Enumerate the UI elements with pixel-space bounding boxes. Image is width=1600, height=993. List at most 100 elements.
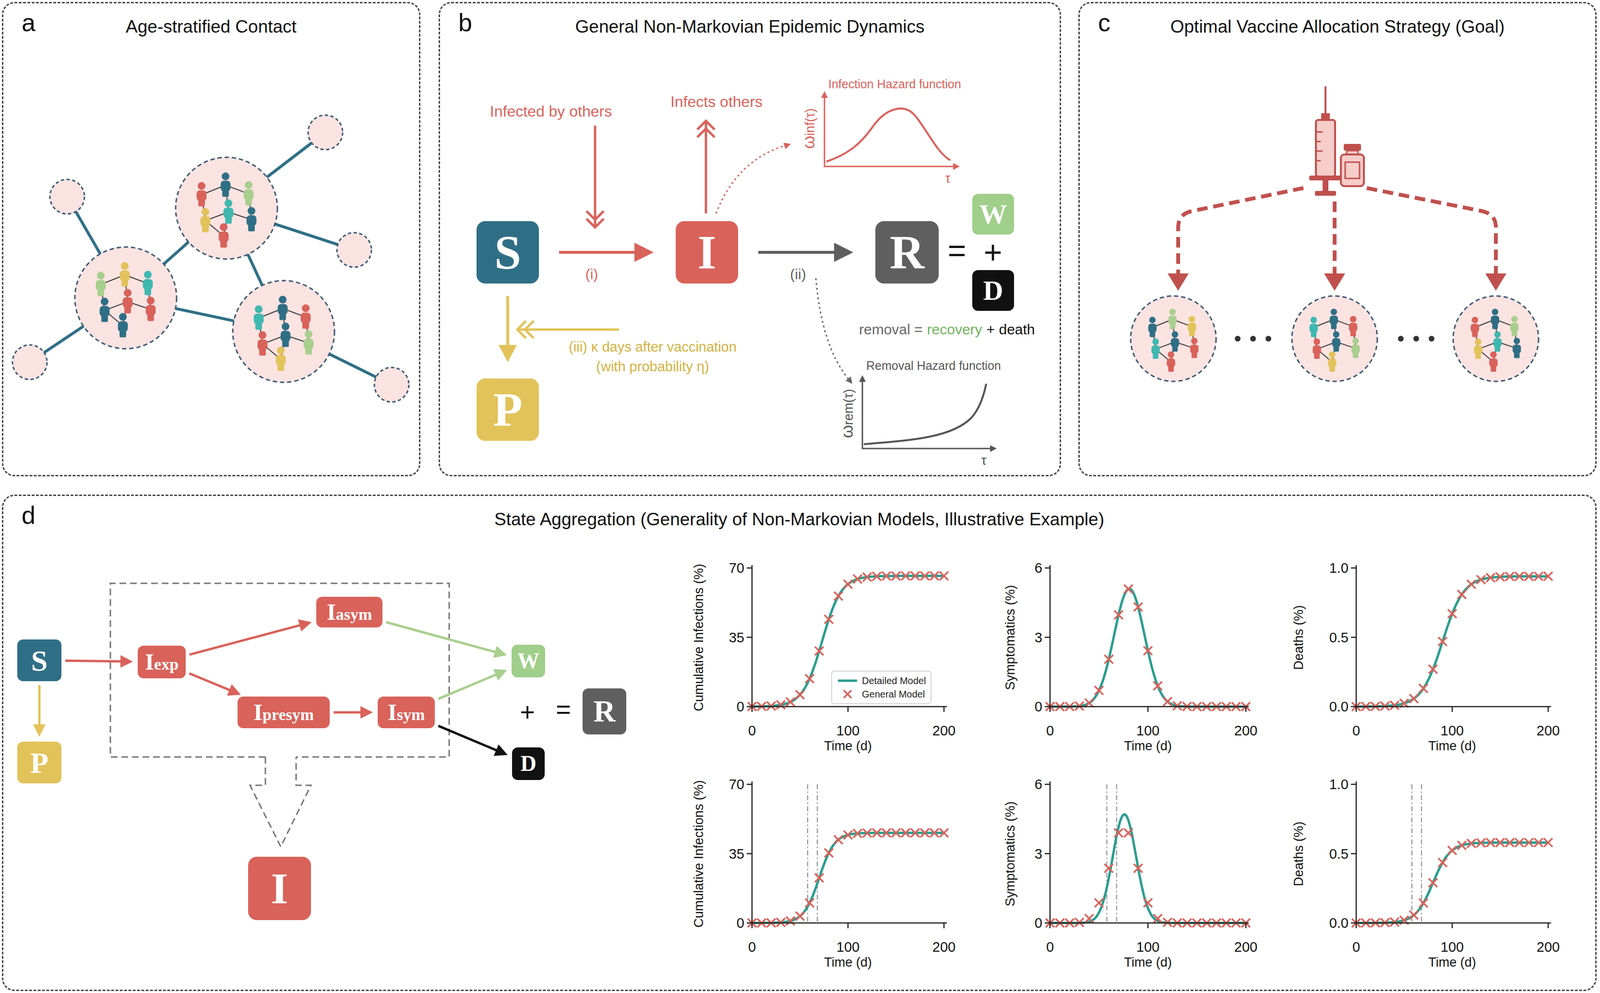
tick-label: 100 — [1440, 940, 1464, 955]
tick-mark — [1147, 923, 1149, 929]
general-model-marker — [1524, 838, 1534, 848]
panel-frame: cOptimal Vaccine Allocation Strategy (Go… — [1078, 1, 1597, 477]
connector — [33, 685, 46, 738]
tick-label: 6 — [1034, 777, 1043, 792]
intervention-marker — [816, 784, 818, 924]
general-model-marker — [1495, 572, 1505, 582]
legend-swatch — [836, 689, 859, 700]
connector — [438, 669, 507, 700]
tick-mark — [751, 706, 753, 713]
general-model-marker — [1534, 838, 1543, 848]
person-head — [123, 289, 132, 298]
tick-mark — [1044, 706, 1051, 708]
chart-y-label: Deaths (%) — [1292, 821, 1306, 887]
tick-mark — [746, 706, 753, 708]
tick-label: 100 — [1136, 724, 1160, 739]
axis-head — [821, 91, 828, 98]
person-head — [1149, 316, 1157, 324]
connector — [438, 726, 508, 757]
detailed-model-curve — [752, 576, 944, 707]
general-model-marker — [872, 828, 882, 838]
general-model-marker — [1447, 846, 1457, 856]
small-group-circle — [49, 179, 85, 215]
allocation-arrow — [1366, 188, 1496, 275]
person-head — [219, 223, 228, 232]
general-model-marker — [1476, 575, 1486, 585]
tick-mark — [1049, 706, 1051, 713]
state-box: I — [675, 221, 739, 284]
state-label: P — [492, 385, 523, 434]
state-label: W — [979, 200, 1008, 229]
chart-axes — [1356, 781, 1552, 924]
general-model-marker — [1390, 918, 1399, 927]
tick-mark — [1350, 853, 1357, 855]
edge-label: (i) — [585, 267, 599, 282]
general-model-marker — [1123, 585, 1133, 594]
state-label: R — [593, 696, 616, 728]
detailed-model-curve — [1356, 576, 1549, 707]
connector — [189, 673, 241, 697]
connector — [333, 706, 373, 719]
tick-mark — [1245, 706, 1247, 713]
panel-title: Age-stratified Contact — [3, 17, 419, 36]
state-label: S — [494, 228, 522, 277]
general-model-marker — [901, 828, 910, 838]
person-head — [100, 298, 109, 306]
general-model-marker — [1419, 898, 1428, 908]
person-legs — [198, 199, 205, 207]
chart-axes — [752, 565, 947, 707]
general-model-marker — [824, 615, 834, 624]
connector-line — [65, 660, 123, 662]
tick-label: 0 — [748, 724, 756, 739]
arrow-head — [493, 744, 508, 757]
person-legs — [1333, 345, 1340, 352]
legend-text: General Model — [861, 689, 925, 700]
person-legs — [1329, 365, 1336, 372]
group-circle — [232, 280, 335, 383]
panel-title: Optimal Vaccine Allocation Strategy (Goa… — [1079, 17, 1596, 36]
general-model-marker — [1543, 572, 1553, 581]
state-label: P — [30, 748, 49, 778]
arrow-head — [498, 345, 517, 363]
detailed-model-curve — [1050, 588, 1246, 707]
chart-x-label: Time (d) — [1428, 740, 1477, 753]
person-legs — [1352, 352, 1359, 359]
person-legs — [144, 287, 152, 296]
general-model-marker — [1438, 858, 1447, 868]
person-head — [1333, 331, 1340, 339]
tick-label: 0.0 — [1329, 916, 1349, 931]
state-label: I — [271, 866, 289, 911]
tick-mark — [1049, 923, 1051, 929]
ellipsis-dot — [1397, 335, 1404, 342]
person-head — [1492, 308, 1499, 316]
tick-label: 200 — [932, 940, 956, 955]
ellipsis-dot — [1265, 335, 1272, 342]
state-box: Ipresym — [237, 696, 330, 729]
state-box: Isym — [377, 696, 435, 729]
state-box: Iasym — [316, 597, 383, 628]
arrow-head — [834, 242, 854, 263]
tick-mark — [1044, 567, 1051, 570]
general-model-marker — [882, 572, 891, 581]
person-head — [1511, 316, 1518, 323]
person-head — [1152, 338, 1159, 346]
connector-line — [333, 711, 363, 715]
person-legs — [279, 312, 287, 321]
person-legs — [1189, 330, 1195, 337]
person-head — [281, 322, 290, 331]
general-model-marker — [1505, 838, 1515, 848]
state-box: I — [248, 857, 311, 921]
vial-cap — [1343, 143, 1362, 151]
syringe-plunger — [1314, 191, 1337, 196]
person-head — [1188, 316, 1196, 323]
person-legs — [1313, 353, 1320, 360]
arrow-head — [493, 645, 508, 658]
general-model-marker — [1094, 686, 1104, 695]
tick-mark — [847, 923, 849, 929]
tick-mark — [1245, 923, 1247, 929]
general-model-marker — [1172, 701, 1182, 711]
tick-label: 0 — [1352, 724, 1361, 739]
tick-label: 3 — [1034, 630, 1043, 645]
general-model-marker — [1543, 838, 1553, 848]
